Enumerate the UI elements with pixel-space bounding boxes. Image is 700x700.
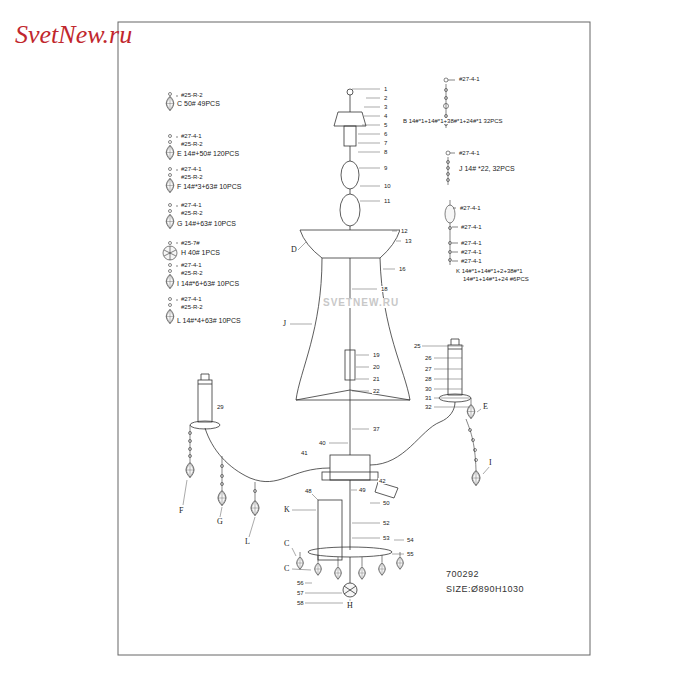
callout-number: 53 [382, 535, 391, 541]
chandelier-body [190, 89, 471, 597]
part-code: #27-4-1 [180, 133, 203, 139]
callout-number: 6 [383, 131, 388, 137]
part-letter: I [488, 459, 493, 467]
part-code: #27-4-1 [180, 166, 203, 172]
part-code: #27-4-1 [460, 258, 483, 264]
part-letter: C [283, 565, 290, 573]
part-letter: L [244, 538, 251, 546]
callout-number: 21 [372, 376, 381, 382]
part-spec: I 14#*6+63# 10PCS [176, 280, 240, 287]
part-code: #25-7# [180, 240, 201, 246]
callout-number: 42 [378, 478, 387, 484]
callout-number: 9 [383, 165, 388, 171]
part-spec: L 14#*4+63# 10PCS [176, 317, 242, 324]
part-spec: F 14#*3+63# 10PCS [176, 183, 242, 190]
callout-number: 19 [372, 352, 381, 358]
callout-number: 54 [406, 537, 415, 543]
part-letter: C [283, 540, 290, 548]
part-code: #27-4-1 [180, 262, 203, 268]
callout-number: 49 [358, 487, 367, 493]
model-number: SIZE:Ø890H1030 [445, 585, 525, 594]
callout-number: 58 [296, 600, 305, 606]
callout-number: 30 [424, 386, 433, 392]
callout-number: 27 [424, 366, 433, 372]
part-code: #25-R-2 [180, 92, 204, 98]
callout-number: 26 [424, 355, 433, 361]
model-number: 700292 [445, 570, 480, 579]
callout-number: 10 [383, 183, 392, 189]
callout-number: 31 [424, 395, 433, 401]
callout-number: 1 [383, 86, 388, 92]
callout-number: 52 [382, 520, 391, 526]
part-code: #27-4-1 [460, 249, 483, 255]
site-logo: SvetNew.ru [14, 22, 133, 48]
callout-number: 18 [380, 286, 389, 292]
part-code: #27-4-1 [180, 296, 203, 302]
callout-number: 55 [406, 551, 415, 557]
callout-number: 7 [383, 140, 388, 146]
part-code: #27-4-1 [180, 202, 203, 208]
callout-number: 20 [372, 364, 381, 370]
callout-number: 25 [413, 343, 422, 349]
callout-number: 13 [404, 238, 413, 244]
part-code: #27-4-1 [459, 205, 482, 211]
callout-number: 29 [216, 404, 225, 410]
callout-number: 3 [383, 104, 388, 110]
part-spec: G 14#+63# 10PCS [176, 220, 237, 227]
callout-number: 4 [383, 113, 388, 119]
callout-number: 16 [398, 266, 407, 272]
part-code: #25-R-2 [180, 141, 204, 147]
part-code: #27-4-1 [458, 76, 481, 82]
part-code: #25-R-2 [180, 270, 204, 276]
watermark: SVETNEW.RU [322, 298, 400, 308]
part-code: #25-R-2 [180, 174, 204, 180]
part-code: #27-4-1 [458, 150, 481, 156]
callout-number: 56 [296, 580, 305, 586]
part-code: #25-R-2 [180, 210, 204, 216]
part-spec: K 14#*1+14#*1+2+38#*1 [455, 268, 524, 274]
part-spec: E 14#+50# 120PCS [176, 150, 240, 157]
callout-number: 48 [304, 488, 313, 494]
part-code: #25-R-2 [180, 304, 204, 310]
part-letter: G [216, 518, 224, 526]
callout-number: 57 [296, 590, 305, 596]
part-code: #27-4-1 [460, 240, 483, 246]
callout-number: 41 [300, 450, 309, 456]
callout-number: 28 [424, 376, 433, 382]
parts-list-icons [163, 93, 178, 324]
part-letter: F [178, 507, 184, 515]
callout-number: 40 [318, 440, 327, 446]
part-spec: B 14#*1+14#*1+38#*1+24#*1 32PCS [402, 118, 504, 124]
part-letter: J [282, 320, 287, 328]
callout-number: 8 [383, 149, 388, 155]
callout-number: 22 [372, 388, 381, 394]
part-spec: J 14# *22, 32PCS [458, 165, 516, 172]
callout-number: 5 [383, 122, 388, 128]
part-letter: H [346, 602, 354, 610]
callout-number: 32 [424, 404, 433, 410]
callout-number: 37 [372, 426, 381, 432]
callout-number: 50 [382, 500, 391, 506]
part-code: #27-4-1 [460, 224, 483, 230]
part-letter: K [283, 506, 291, 514]
leader-lines [183, 89, 490, 603]
page-frame [118, 22, 590, 655]
part-letter: E [482, 403, 489, 411]
callout-number: 2 [383, 95, 388, 101]
part-spec: H 40# 1PCS [180, 249, 221, 256]
chain-icons [444, 78, 459, 265]
part-letter: D [290, 246, 298, 254]
part-spec: 14#*1+14#*1+24 #6PCS [462, 276, 530, 282]
crystal-drops [186, 398, 480, 579]
part-spec: C 50# 49PCS [176, 100, 221, 107]
callout-number: 11 [383, 198, 391, 204]
callout-number: 12 [400, 228, 409, 234]
